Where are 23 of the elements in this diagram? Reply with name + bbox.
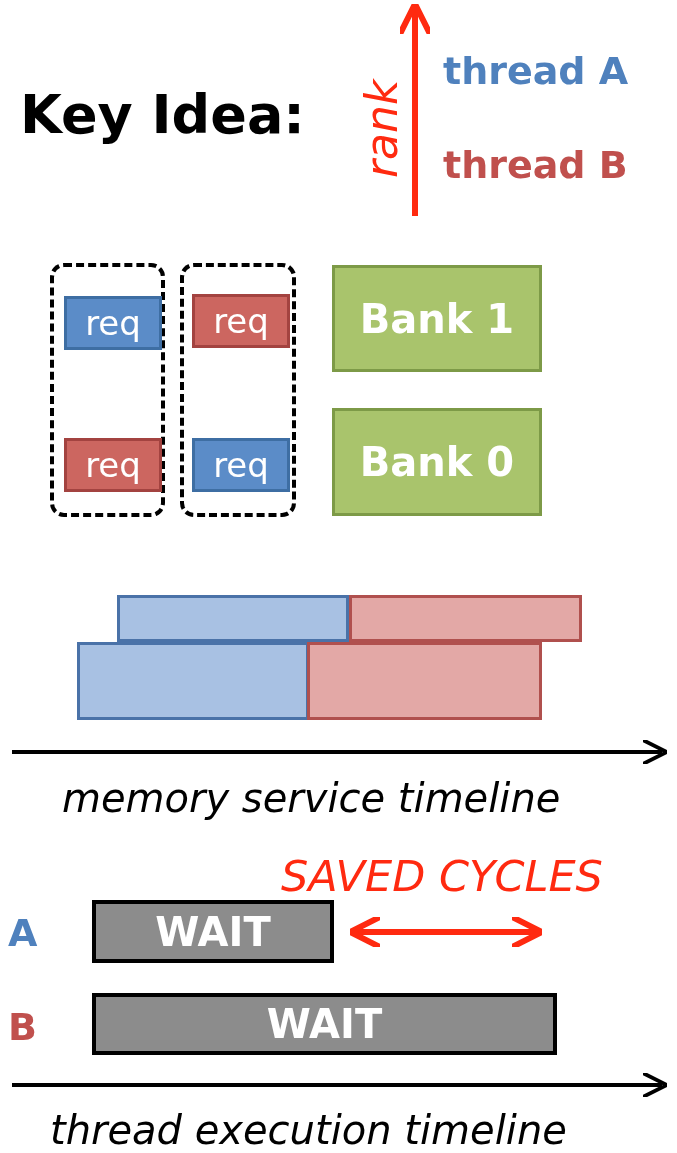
service-bar	[117, 595, 349, 642]
service-bar	[77, 642, 309, 720]
request-box: req	[192, 438, 290, 492]
heading: Key Idea:	[20, 88, 305, 142]
thread-label: thread B	[443, 146, 628, 184]
thread-label: thread A	[443, 52, 629, 90]
request-group	[180, 263, 296, 517]
service-bar	[349, 595, 582, 642]
thread-label: A	[8, 914, 38, 952]
wait-bar: WAIT	[92, 900, 334, 963]
wait-bar: WAIT	[92, 993, 557, 1055]
bank-box: Bank 1	[332, 265, 542, 372]
service-bar	[307, 642, 542, 720]
axis-label: memory service timeline	[62, 778, 561, 818]
request-box: req	[64, 438, 162, 492]
bank-box: Bank 0	[332, 408, 542, 516]
annotation: SAVED CYCLES	[281, 855, 603, 898]
thread-label: B	[8, 1008, 37, 1046]
axis-label: rank	[360, 79, 404, 178]
request-group	[50, 263, 165, 517]
request-box: req	[192, 294, 290, 348]
request-box: req	[64, 296, 162, 350]
axis-label: thread execution timeline	[50, 1110, 567, 1150]
